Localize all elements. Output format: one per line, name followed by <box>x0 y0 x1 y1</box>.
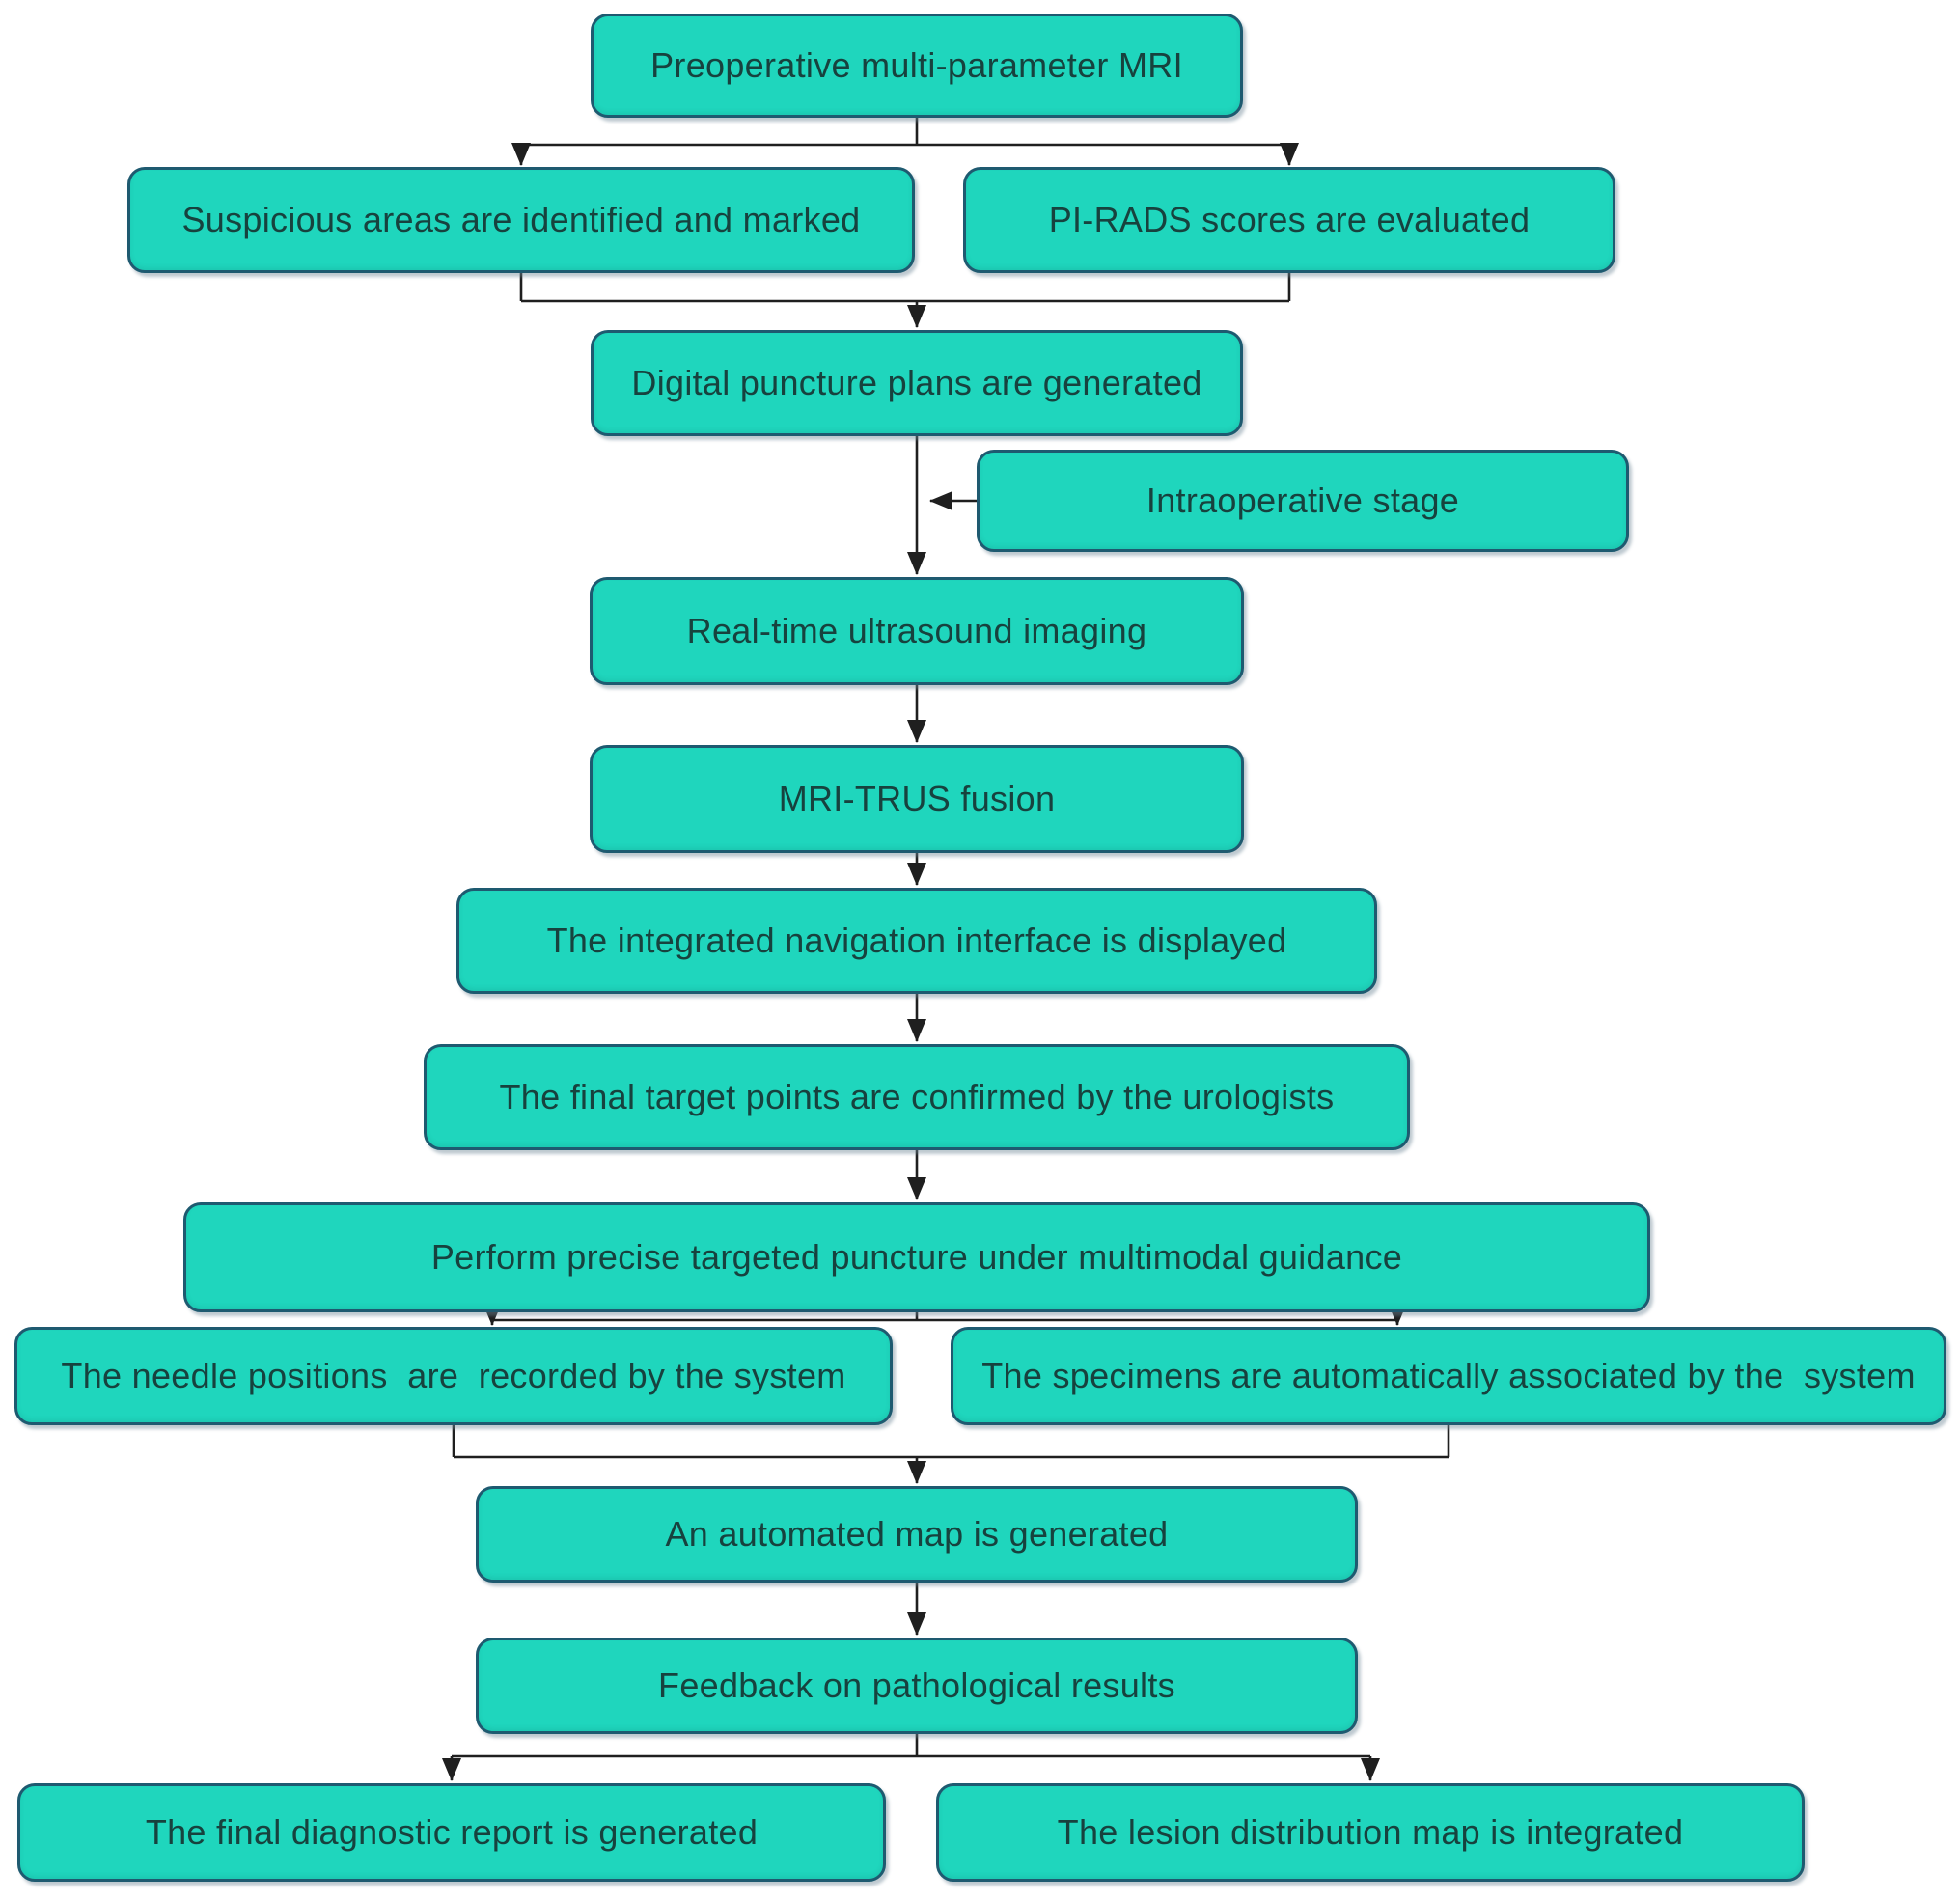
connector-merge-to-plans <box>519 273 1291 303</box>
flow-node-suspicious-areas: Suspicious areas are identified and mark… <box>127 167 915 273</box>
flow-node-puncture-plans: Digital puncture plans are generated <box>591 330 1243 436</box>
connector-merge-to-automap <box>452 1425 1450 1459</box>
flow-node-needle-positions: The needle positions are recorded by the… <box>14 1327 893 1425</box>
flow-node-lesion-distribution: The lesion distribution map is integrate… <box>936 1783 1805 1882</box>
flow-node-mri-trus-fusion: MRI-TRUS fusion <box>590 745 1244 853</box>
flow-node-diagnostic-report: The final diagnostic report is generated <box>17 1783 886 1882</box>
connector-feedback-split <box>452 1734 1370 1758</box>
connector-puncture-split <box>492 1312 1397 1322</box>
flow-node-ultrasound-imaging: Real-time ultrasound imaging <box>590 577 1244 685</box>
flow-node-navigation-interface: The integrated navigation interface is d… <box>456 888 1377 994</box>
flow-node-pirads-scores: PI-RADS scores are evaluated <box>963 167 1615 273</box>
connector-preop-split <box>521 118 1289 147</box>
flow-node-pathology-feedback: Feedback on pathological results <box>476 1638 1358 1734</box>
flow-node-automated-map: An automated map is generated <box>476 1486 1358 1583</box>
flow-node-preop-mri: Preoperative multi-parameter MRI <box>591 14 1243 118</box>
flow-node-specimens-associated: The specimens are automatically associat… <box>951 1327 1946 1425</box>
flow-node-targeted-puncture: Perform precise targeted puncture under … <box>183 1202 1650 1312</box>
flow-node-intraoperative-stage: Intraoperative stage <box>977 450 1629 552</box>
flow-node-target-points: The final target points are confirmed by… <box>424 1044 1410 1150</box>
